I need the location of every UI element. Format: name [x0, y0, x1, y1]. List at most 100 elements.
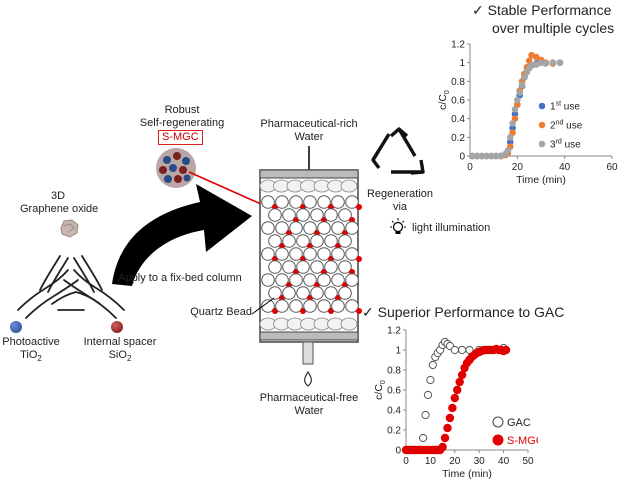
- packing-bead: [303, 273, 317, 287]
- data-point: [440, 433, 450, 443]
- data-point: [450, 393, 459, 403]
- data-point: [483, 152, 490, 160]
- packing-bead: [345, 195, 359, 209]
- photoactive-tio2-label: Photoactive TiO2: [2, 336, 60, 364]
- y-tick-label: 0: [395, 446, 401, 457]
- data-point: [511, 110, 519, 118]
- legend-label: 3rd use: [550, 139, 581, 151]
- packing-bead: [289, 247, 303, 261]
- packing-bead: [345, 299, 359, 313]
- quartz-bead-pointer-line: [251, 297, 275, 315]
- x-tick-label: 20: [512, 162, 524, 173]
- packing-bead: [338, 208, 352, 222]
- packing-bead: [275, 221, 289, 235]
- packing-bead: [324, 260, 338, 274]
- packing-bead: [317, 221, 331, 235]
- packing-bead: [282, 286, 296, 300]
- quartz-bead-top-layer: [259, 179, 358, 193]
- inlet-water-label: Pharmaceutical-rich Water: [260, 118, 358, 143]
- data-point: [457, 370, 467, 380]
- s-mgc-dot: [356, 308, 362, 314]
- packing-bead: [296, 208, 310, 222]
- packing-bead: [338, 286, 352, 300]
- stable-performance-subheading: over multiple cycles: [492, 20, 615, 36]
- y-tick-label: 1: [459, 58, 465, 69]
- x-tick-label: 30: [474, 456, 486, 467]
- x-tick-label: 60: [606, 162, 618, 173]
- packing-bead: [331, 299, 345, 313]
- packing-bead: [261, 299, 275, 313]
- data-point: [542, 60, 550, 67]
- quartz-bead: [340, 179, 358, 193]
- packing-bead: [268, 286, 282, 300]
- packing-bead: [324, 286, 338, 300]
- packing-bead: [261, 273, 275, 287]
- data-point: [506, 134, 514, 141]
- packing-bead: [331, 221, 345, 235]
- packing-bead: [303, 299, 317, 313]
- internal-spacer-sio2-label: Internal spacer SiO2: [83, 336, 157, 364]
- data-point: [556, 59, 564, 66]
- packing-bead: [296, 260, 310, 274]
- y-tick-label: 0.4: [451, 114, 465, 125]
- packing-bead: [310, 286, 324, 300]
- data-point: [473, 152, 481, 160]
- legend-label: GAC: [507, 417, 531, 429]
- packing-bead: [324, 234, 338, 248]
- packing-bead: [268, 260, 282, 274]
- data-point: [501, 345, 511, 355]
- legend-label: 1st use: [550, 101, 580, 113]
- x-axis-label: Time (min): [516, 174, 566, 186]
- data-point: [549, 59, 557, 66]
- outlet-pipe-icon: [302, 342, 314, 387]
- legend-marker: [492, 434, 504, 446]
- y-tick-label: 1.2: [387, 326, 401, 337]
- packing-bead: [303, 221, 317, 235]
- packing-bead: [310, 208, 324, 222]
- packing-bead: [317, 247, 331, 261]
- data-point: [514, 96, 521, 104]
- packing-bead: [268, 234, 282, 248]
- quartz-bead: [340, 317, 358, 331]
- packing-bead: [303, 195, 317, 209]
- column-packing: [261, 195, 362, 314]
- data-point: [443, 423, 452, 433]
- data-point: [450, 345, 459, 355]
- data-point: [504, 147, 512, 154]
- x-tick-label: 50: [522, 456, 534, 467]
- packing-bead: [331, 247, 345, 261]
- data-point: [455, 377, 464, 387]
- data-point: [492, 152, 500, 160]
- y-tick-label: 0.8: [451, 77, 465, 88]
- data-point: [445, 413, 455, 423]
- packing-bead: [289, 195, 303, 209]
- data-point: [518, 81, 526, 89]
- regeneration-label: Regeneration via: [366, 188, 434, 213]
- legend-marker: [492, 416, 504, 428]
- s-mgc-dot: [356, 204, 362, 210]
- x-axis-label: Time (min): [442, 468, 492, 480]
- data-point: [509, 124, 516, 132]
- packing-bead: [289, 221, 303, 235]
- y-tick-label: 1: [395, 346, 401, 357]
- fixed-bed-column: [259, 169, 362, 343]
- graphene-flake-icon: [60, 219, 79, 238]
- packing-bead: [261, 247, 275, 261]
- packing-bead: [345, 273, 359, 287]
- data-point: [516, 89, 523, 96]
- packing-bead: [317, 273, 331, 287]
- x-tick-label: 20: [449, 456, 461, 467]
- s-mgc-badge: S-MGC: [158, 130, 203, 145]
- recycle-icon: [371, 127, 425, 175]
- legend-label: S-MGC: [507, 435, 538, 447]
- packing-bead: [310, 234, 324, 248]
- packing-bead: [289, 273, 303, 287]
- packing-bead: [261, 195, 275, 209]
- packing-bead: [268, 208, 282, 222]
- y-tick-label: 0.8: [387, 366, 401, 377]
- s-mgc-particle-icon: [156, 148, 196, 188]
- packing-bead: [331, 273, 345, 287]
- quartz-bead-bottom-layer: [259, 317, 358, 331]
